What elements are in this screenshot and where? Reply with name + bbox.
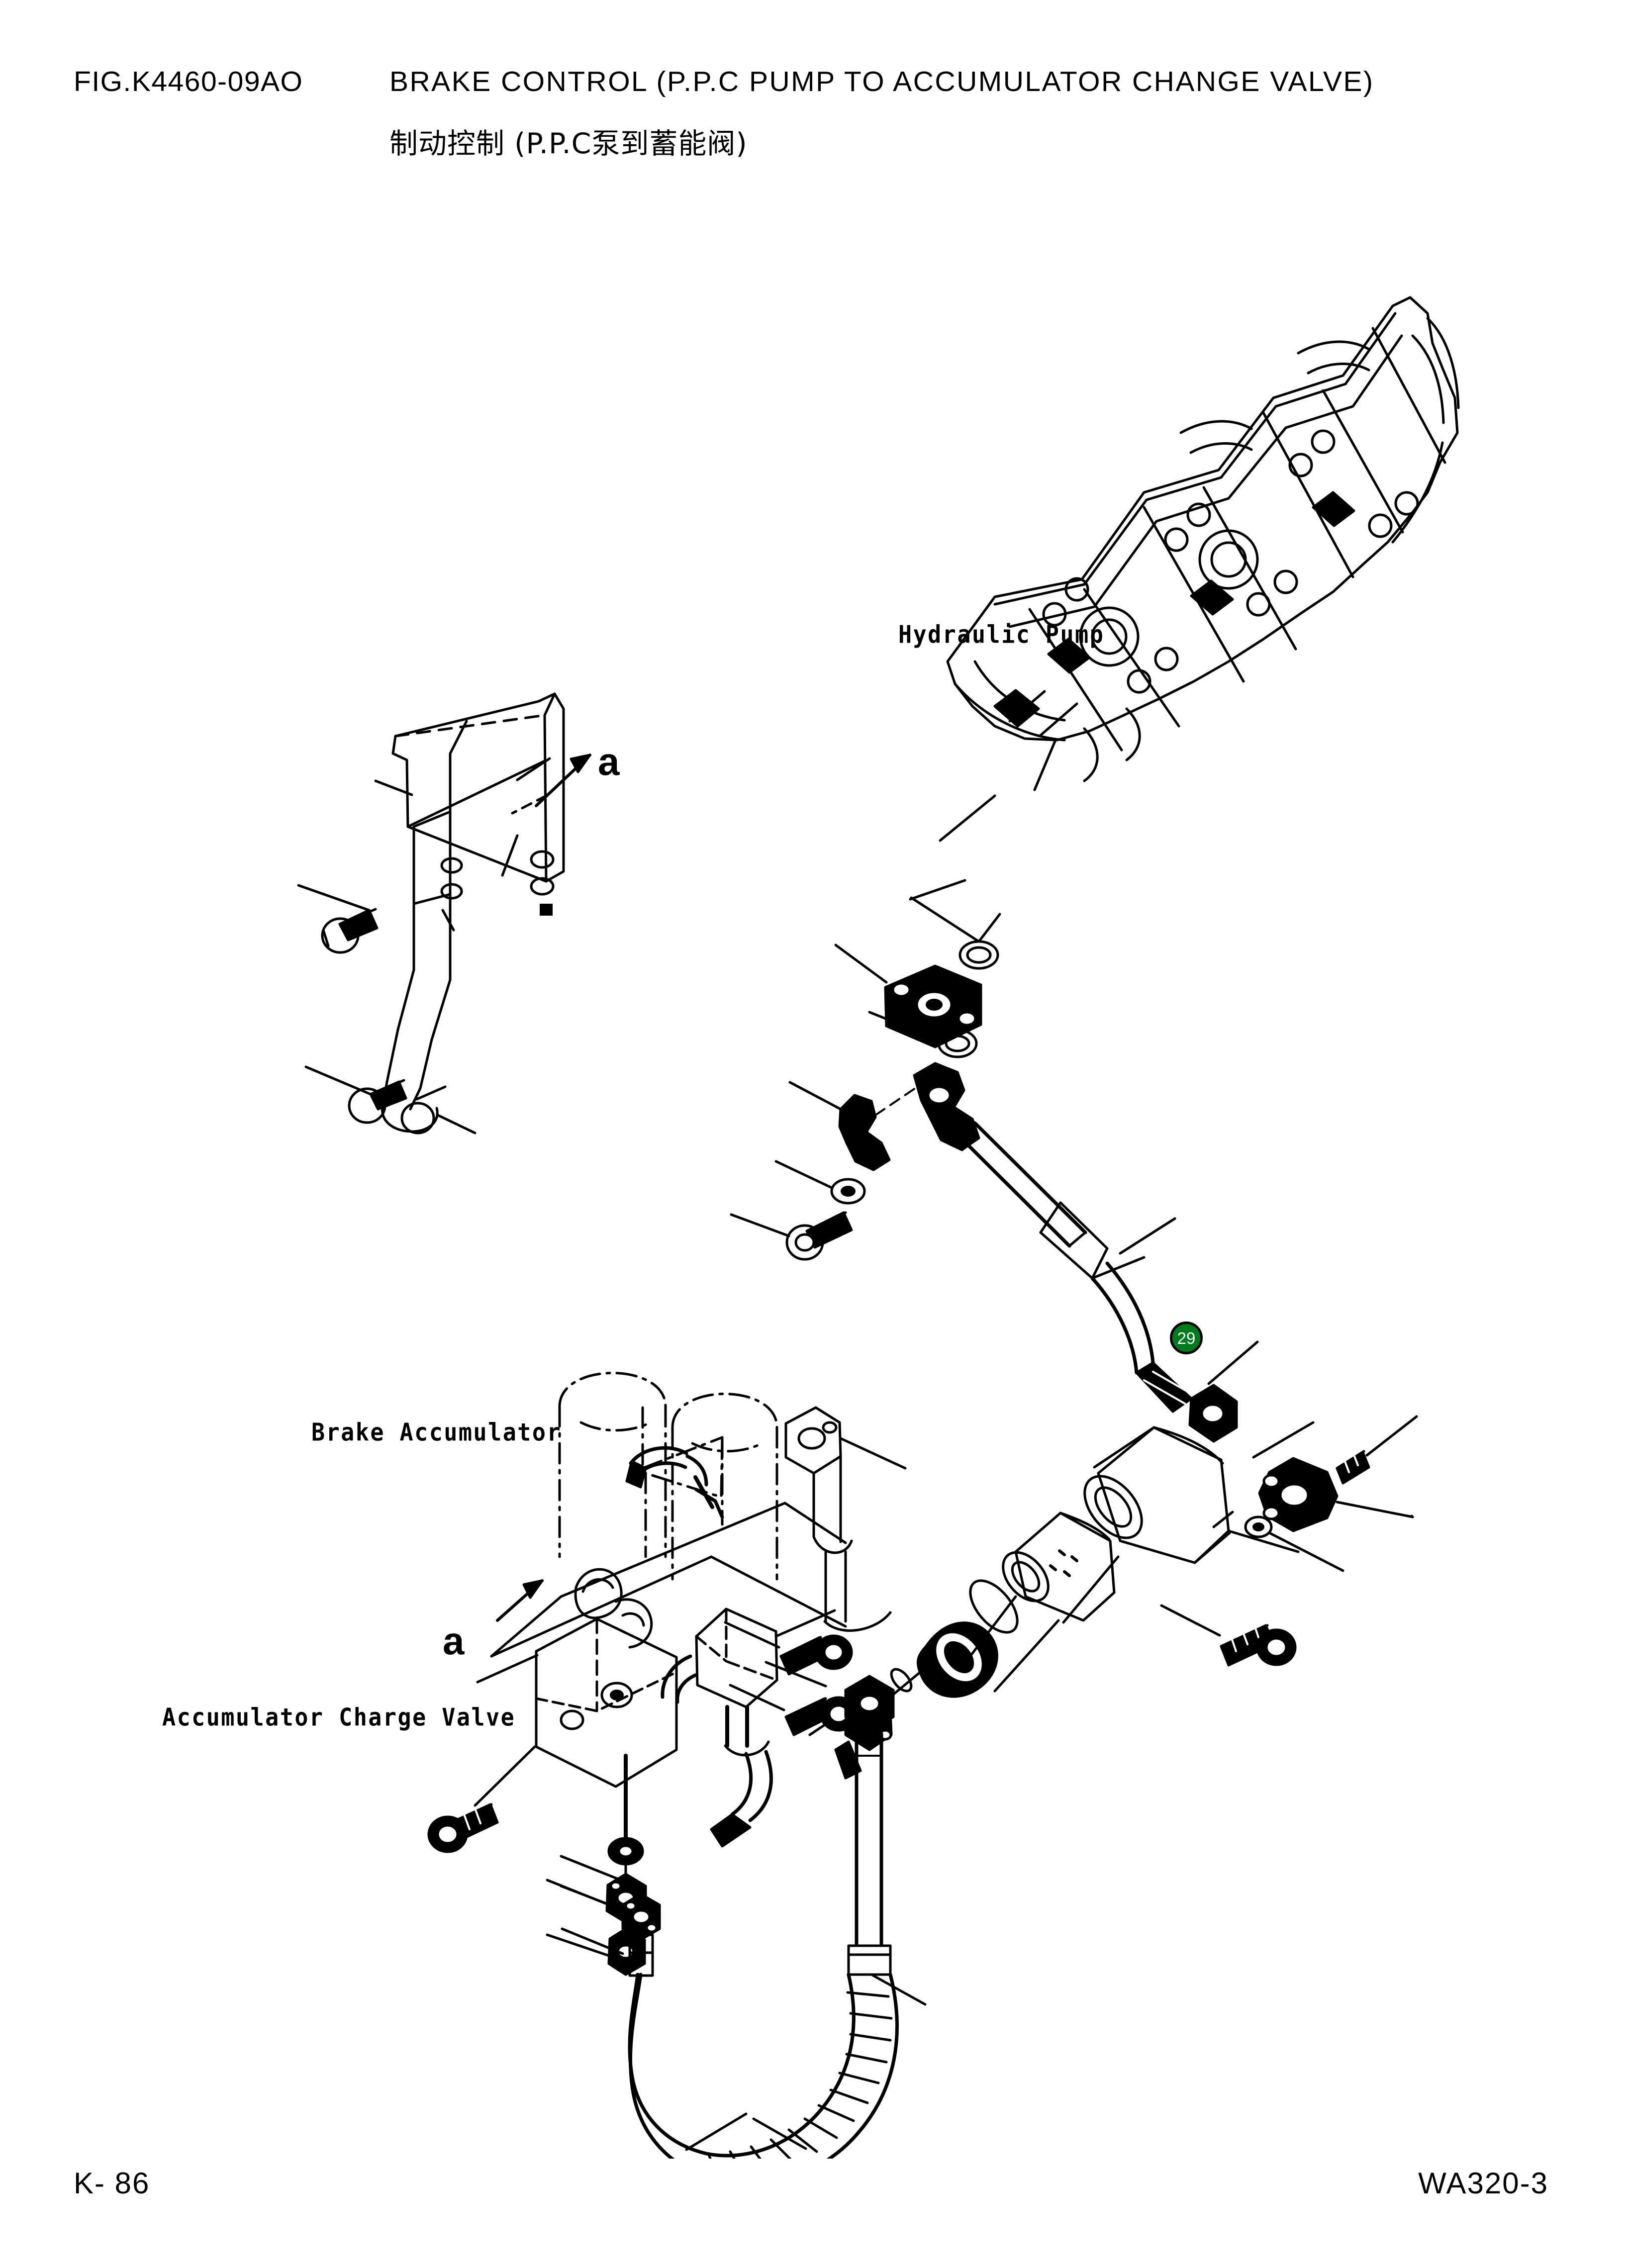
label-brake-accumulator: Brake Accumulator xyxy=(311,1418,562,1447)
page-title-english: BRAKE CONTROL (P.P.C PUMP TO ACCUMULATOR… xyxy=(389,66,1374,97)
parts-diagram: Hydraulic Pump Brake Accumulator Accumul… xyxy=(0,164,1628,2159)
flange-and-oring-group xyxy=(834,896,1001,1058)
mounting-bracket-assembly xyxy=(297,692,565,1134)
section-mark-arrow-lower xyxy=(496,1579,544,1622)
machine-model: WA320-3 xyxy=(1418,2167,1548,2200)
page-title-chinese: 制动控制 (P.P.C泵到蓄能阀) xyxy=(389,127,748,160)
section-marker-a-lower: a xyxy=(443,1619,465,1663)
elbow-fittings-group xyxy=(730,1062,980,1261)
label-hydraulic-pump: Hydraulic Pump xyxy=(898,620,1105,649)
hydraulic-pump-illustration xyxy=(946,296,1460,782)
accumulator-neck-fittings xyxy=(490,1406,907,1658)
page-header: FIG.K4460-09AO BRAKE CONTROL (P.P.C PUMP… xyxy=(0,0,1628,169)
center-manifold-block xyxy=(661,1607,858,1848)
brake-accumulator-phantom xyxy=(558,1372,778,1581)
figure-number: FIG.K4460-09AO xyxy=(74,66,303,97)
diagram-linework xyxy=(297,296,1460,2159)
section-mark-arrow-upper xyxy=(535,754,591,807)
hydraulic-tube-assembly xyxy=(959,1121,1259,1443)
adapter-block-group xyxy=(1160,1415,1418,1667)
page-number: K- 86 xyxy=(74,2167,150,2200)
part-callout-29[interactable]: 29 xyxy=(1170,1322,1203,1354)
page-footer: K- 86 WA320-3 xyxy=(0,2166,1628,2246)
label-accumulator-charge-valve: Accumulator Charge Valve xyxy=(162,1703,516,1732)
leader-lines xyxy=(476,739,1315,1684)
hose-and-pipe-assembly xyxy=(560,1675,927,2159)
section-marker-a-upper: a xyxy=(598,740,620,783)
